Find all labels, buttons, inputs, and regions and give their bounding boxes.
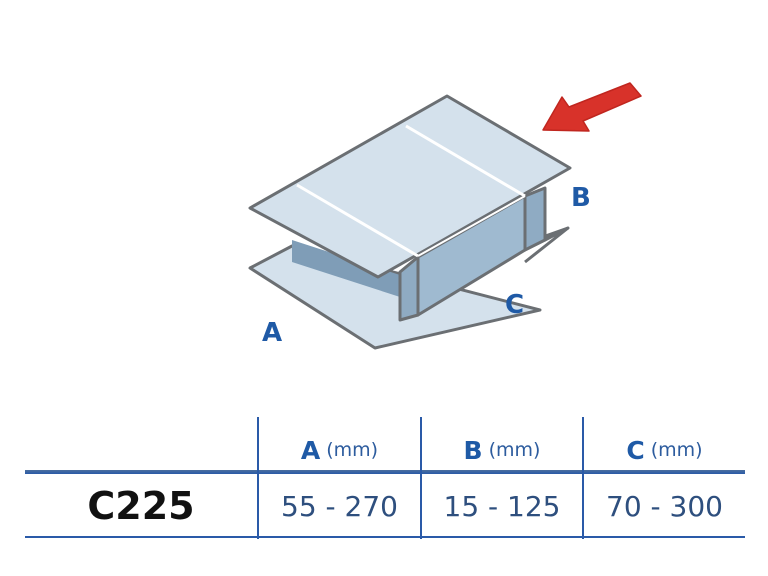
column-divider <box>257 417 259 539</box>
profile-illustration <box>248 82 642 350</box>
table-bottom-border <box>25 536 745 538</box>
model-name: C225 <box>87 484 195 528</box>
column-header-c: C (mm) <box>584 432 745 468</box>
header-divider <box>25 470 745 474</box>
dimension-label-a: A <box>262 318 283 348</box>
column-divider <box>582 417 584 539</box>
header-unit: (mm) <box>488 439 541 461</box>
value-c: 70 - 300 <box>606 489 723 523</box>
product-diagram: A B C <box>248 82 642 350</box>
header-letter: A <box>300 435 321 465</box>
header-unit: (mm) <box>326 439 379 461</box>
direction-arrow-icon <box>542 82 642 132</box>
value-b: 15 - 125 <box>443 489 561 523</box>
header-letter: C <box>626 435 645 465</box>
header-letter: B <box>463 435 483 465</box>
header-unit: (mm) <box>650 439 703 461</box>
dimension-label-b: B <box>571 183 591 213</box>
column-divider <box>420 417 422 539</box>
column-header-a: A (mm) <box>259 432 420 468</box>
dimension-label-c: C <box>505 290 525 320</box>
value-a: 55 - 270 <box>281 489 398 523</box>
column-header-b: B (mm) <box>422 432 582 468</box>
